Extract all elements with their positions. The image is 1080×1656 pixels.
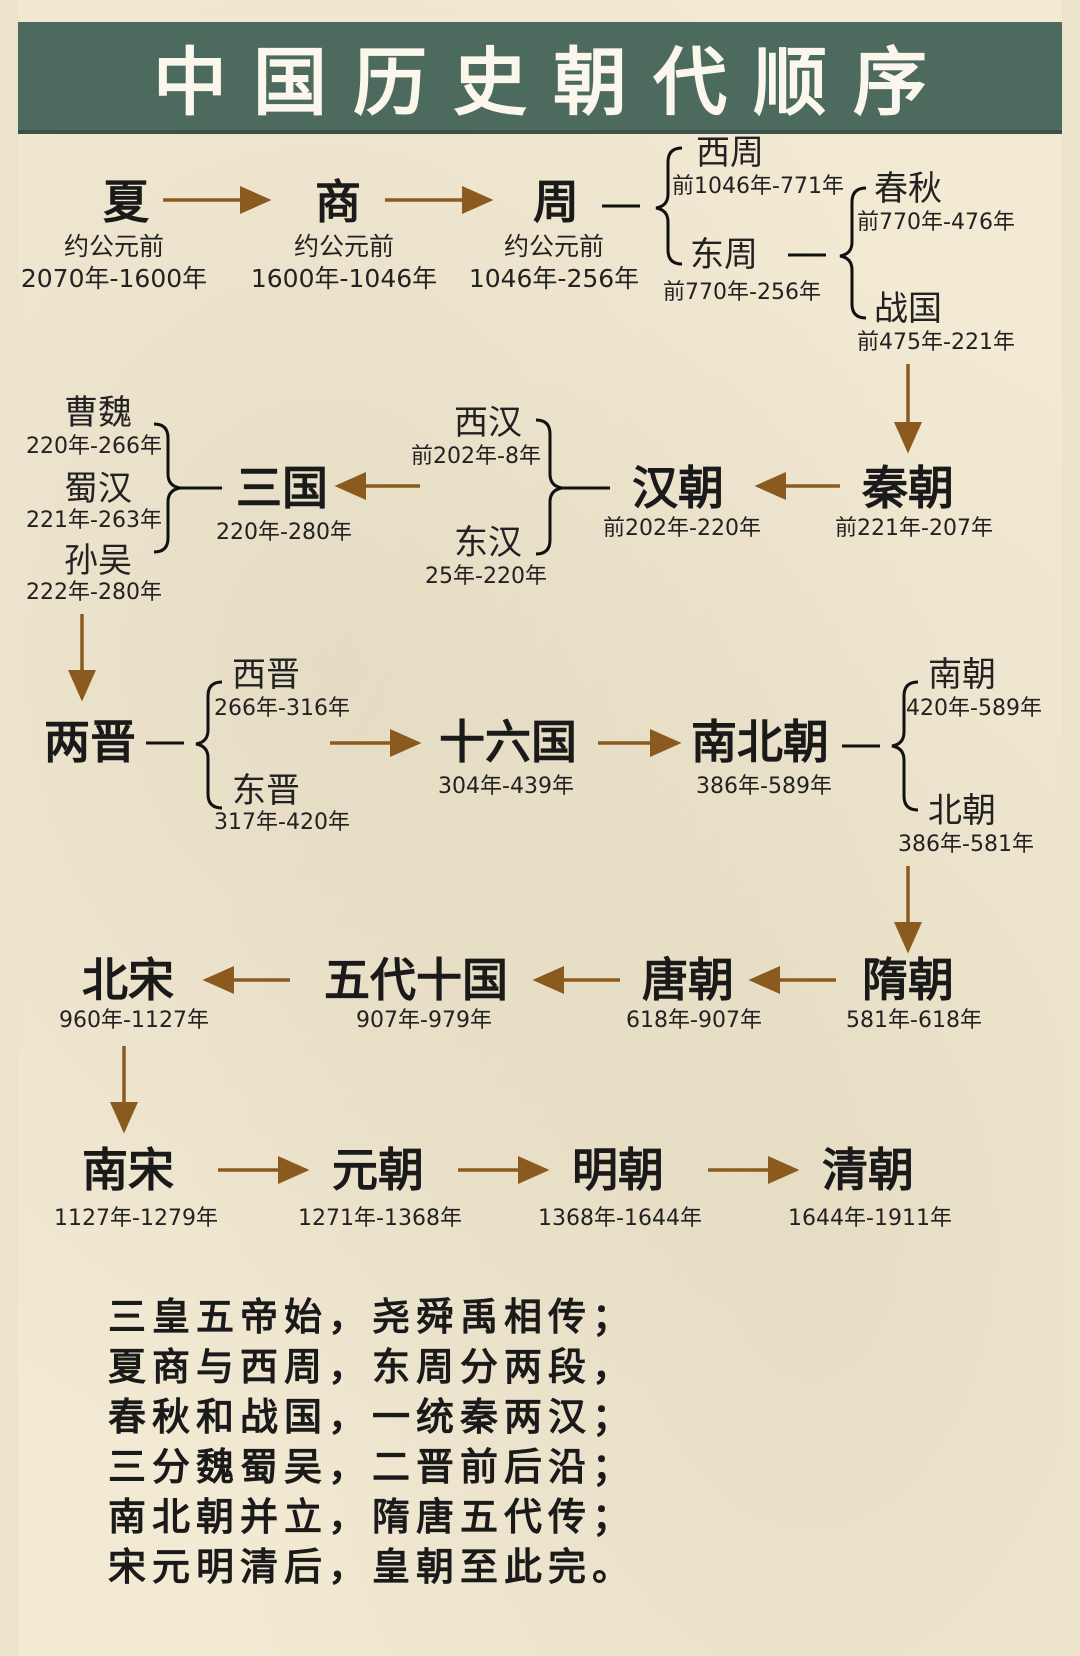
date-tang: 618年-907年 [626, 1008, 762, 1033]
date-chunqiu: 前770年-476年 [857, 210, 1015, 235]
brace-nanbeichao [891, 680, 919, 812]
date-nansong: 1127年-1279年 [54, 1206, 218, 1231]
dynasty-qing: 清朝 [822, 1143, 914, 1197]
brace-han [535, 418, 563, 556]
dynasty-beichao: 北朝 [928, 791, 996, 831]
date-donghan: 25年-220年 [425, 564, 547, 589]
dynasty-wudai: 五代十国 [324, 953, 508, 1007]
date-nanbeichao: 386年-589年 [696, 774, 832, 799]
brace-liangjin [195, 680, 223, 810]
poem-line-4: 三分魏蜀吴，二晋前后沿； [108, 1444, 637, 1489]
dynasty-xihan: 西汉 [454, 403, 522, 443]
frame-right [1062, 0, 1080, 1656]
dynasty-dongzhou: 东周 [690, 235, 758, 275]
poem-line-5: 南北朝并立，隋唐五代传； [108, 1494, 637, 1539]
date-shuhan: 221年-263年 [26, 508, 162, 533]
dynasty-nansong: 南宋 [82, 1143, 174, 1197]
dynasty-shang: 商 [315, 175, 361, 229]
date-shang-range: 1600年-1046年 [250, 264, 438, 293]
date-qin: 前221年-207年 [835, 516, 993, 541]
brace-dongzhou [839, 186, 867, 320]
date-yuan: 1271年-1368年 [298, 1206, 462, 1231]
date-shiliuguo: 304年-439年 [438, 774, 574, 799]
frame-left [0, 0, 18, 1656]
dynasty-tang: 唐朝 [642, 953, 734, 1007]
date-zhou-range: 1046年-256年 [468, 264, 640, 293]
dynasty-sui: 隋朝 [862, 953, 954, 1007]
date-xia-range: 2070年-1600年 [20, 264, 208, 293]
dynasty-xijin: 西晋 [232, 655, 300, 695]
dynasty-donghan: 东汉 [454, 523, 522, 563]
dynasty-dongjin: 东晋 [232, 771, 300, 811]
dynasty-han: 汉朝 [632, 461, 724, 515]
dynasty-qin: 秦朝 [862, 461, 954, 515]
date-zhou-prefix: 约公元前 [503, 232, 605, 261]
poem-line-1: 三皇五帝始，尧舜禹相传； [108, 1294, 637, 1339]
date-zhanguo: 前475年-221年 [857, 330, 1015, 355]
date-sunwu: 222年-280年 [26, 580, 162, 605]
date-wudai: 907年-979年 [356, 1008, 492, 1033]
dynasty-zhou: 周 [533, 175, 579, 229]
dynasty-sanguo: 三国 [236, 461, 328, 515]
date-nanchao: 420年-589年 [906, 696, 1042, 721]
date-dongzhou: 前770年-256年 [663, 280, 821, 305]
dynasty-sunwu: 孙吴 [64, 541, 132, 581]
dynasty-beisong: 北宋 [82, 953, 174, 1007]
dynasty-liangjin: 两晋 [44, 715, 136, 769]
date-xijin: 266年-316年 [214, 696, 350, 721]
dynasty-nanchao: 南朝 [928, 655, 996, 695]
dynasty-caowei: 曹魏 [64, 393, 132, 433]
date-beisong: 960年-1127年 [59, 1008, 209, 1033]
date-xihan: 前202年-8年 [411, 444, 541, 469]
dynasty-nanbeichao: 南北朝 [691, 715, 829, 769]
dynasty-zhanguo: 战国 [874, 289, 942, 329]
dynasty-shuhan: 蜀汉 [64, 469, 132, 509]
dynasty-xizhou: 西周 [696, 133, 764, 173]
date-han: 前202年-220年 [603, 516, 761, 541]
date-sui: 581年-618年 [846, 1008, 982, 1033]
poem-line-3: 春秋和战国，一统秦两汉； [108, 1394, 637, 1439]
date-sanguo: 220年-280年 [216, 520, 352, 545]
date-dongjin: 317年-420年 [214, 810, 350, 835]
title-bar: 中国历史朝代顺序 [18, 22, 1062, 134]
mnemonic-poem: 三皇五帝始，尧舜禹相传； 夏商与西周，东周分两段， 春秋和战国，一统秦两汉； 三… [108, 1292, 636, 1592]
date-shang-prefix: 约公元前 [293, 232, 395, 261]
page-title: 中国历史朝代顺序 [153, 39, 953, 126]
date-caowei: 220年-266年 [26, 434, 162, 459]
dynasty-ming: 明朝 [572, 1143, 664, 1197]
dynasty-chunqiu: 春秋 [874, 169, 942, 209]
date-xizhou: 前1046年-771年 [672, 174, 844, 199]
poem-line-2: 夏商与西周，东周分两段， [108, 1344, 637, 1389]
date-qing: 1644年-1911年 [788, 1206, 952, 1231]
poem-line-6: 宋元明清后，皇朝至此完。 [108, 1544, 637, 1589]
dynasty-yuan: 元朝 [332, 1143, 424, 1197]
date-beichao: 386年-581年 [898, 832, 1034, 857]
brace-zhou [655, 146, 683, 266]
dynasty-shiliuguo: 十六国 [439, 715, 577, 769]
date-ming: 1368年-1644年 [538, 1206, 702, 1231]
dynasty-xia: 夏 [103, 175, 149, 229]
date-xia-prefix: 约公元前 [63, 232, 165, 261]
